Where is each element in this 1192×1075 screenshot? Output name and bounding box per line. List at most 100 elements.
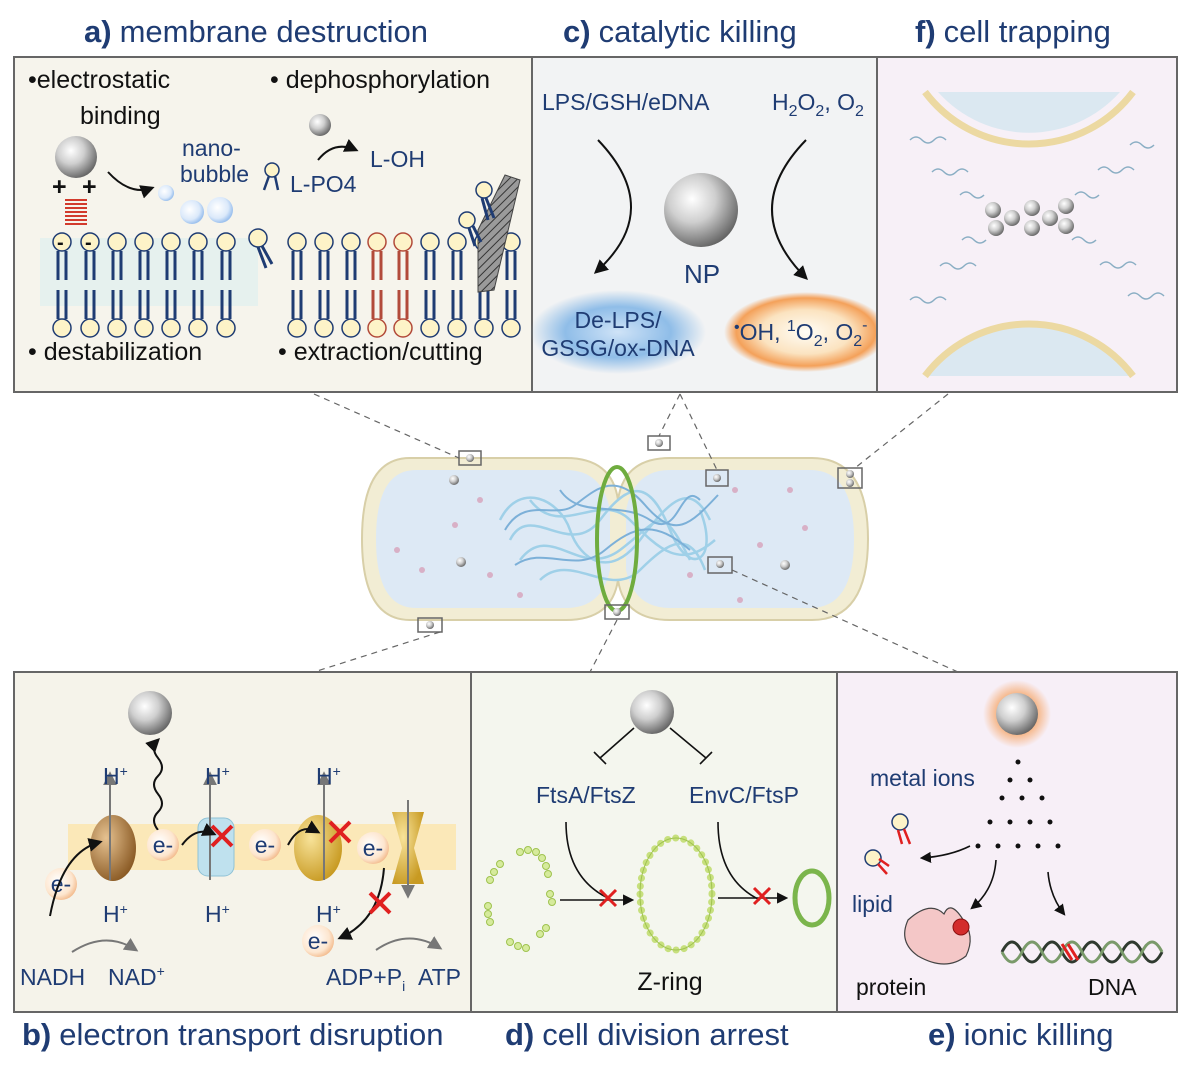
np-panel-b [128, 691, 172, 735]
nanobubble-large [207, 197, 233, 223]
cell-top-wall [922, 89, 1136, 148]
sup-minus: - [862, 317, 867, 334]
ftsz-pathway [565, 821, 613, 901]
h-plus-6: H+ [316, 901, 341, 927]
nano-label: nano- [182, 135, 241, 161]
inhibition-lines [593, 727, 713, 765]
lipid-extracted-a [248, 228, 274, 269]
lipid-label: lipid [852, 891, 893, 917]
trapping-particles [985, 198, 1074, 236]
sup-plus-4: + [120, 901, 128, 917]
protein-label: protein [856, 974, 926, 1000]
minus-charge-1: - [57, 232, 64, 254]
panel-e-title: e)ionic killing [928, 1017, 1113, 1052]
e-label-5: e- [308, 928, 328, 954]
bilayer-right [286, 231, 522, 339]
electron-5: e- [302, 925, 334, 957]
loh-label: L-OH [370, 146, 425, 172]
panel-b: H+ H+ H+ H+ H+ H+ e- e- e- e- e- [13, 671, 472, 1013]
zoom-box-particles [426, 439, 854, 629]
electron-1: e- [45, 868, 77, 900]
radical-dot: • [734, 319, 740, 336]
arrow-to-bubble [107, 171, 155, 199]
title-a-text: membrane destruction [120, 14, 428, 49]
title-e-text: ionic killing [964, 1017, 1114, 1052]
arrow-to-dna [1047, 871, 1066, 916]
block-x-3 [368, 891, 392, 915]
oxidized-products-glow [530, 290, 706, 374]
dna-label: DNA [1088, 974, 1137, 1000]
cytoplasm-dots [394, 487, 808, 603]
sup-plus-6: + [333, 901, 341, 917]
adp-label: ADP+Pi [326, 964, 405, 994]
complex-i [90, 815, 136, 881]
electron-flow-1 [49, 838, 103, 917]
sup-1: 1 [787, 318, 796, 335]
np-panel-e [996, 693, 1038, 735]
electron-extraction-wave [145, 738, 163, 831]
arrow-to-protein [970, 859, 997, 910]
block-x-1 [210, 824, 234, 848]
panel-c-title: c)catalytic killing [563, 14, 797, 49]
nanobubble-mid [180, 200, 204, 224]
sub-2e: 2 [853, 333, 862, 350]
sup-plus-2: + [222, 763, 230, 779]
envc-label: EnvC/FtsP [689, 782, 799, 808]
h-plus-3: H+ [316, 763, 341, 789]
protein-binding-site [952, 918, 970, 936]
sub-i: i [402, 978, 405, 994]
o-symbol: O [798, 89, 816, 115]
block-x-2 [328, 820, 352, 844]
title-b-text: electron transport disruption [59, 1017, 443, 1052]
arrow-dephos [317, 138, 359, 161]
comma-symbol-2: , [823, 319, 836, 345]
sub-2a: 2 [789, 103, 798, 120]
reactants-right-label: H2O2, O2 [772, 89, 864, 120]
plus-charge-2: + [82, 173, 97, 201]
adp-text: ADP+P [326, 964, 402, 990]
h-plus-2: H+ [205, 763, 230, 789]
electron-flow-2 [181, 823, 217, 846]
electron-2: e- [147, 829, 179, 861]
zoom-boxes [417, 435, 863, 633]
h-symbol-2: H [205, 763, 222, 789]
minus-charge-2: - [85, 232, 92, 254]
zring-label: Z-ring [637, 968, 702, 996]
panel-a-title: a)membrane destruction [84, 14, 428, 49]
comma-symbol: , [824, 89, 837, 115]
sub-2c: 2 [855, 103, 864, 120]
cytoplasm-right [626, 470, 854, 608]
sup-plus-1: + [120, 763, 128, 779]
lipid-free-dephos [262, 162, 280, 191]
binding-label: binding [80, 102, 161, 130]
reactants-left-label: LPS/GSH/eDNA [542, 89, 710, 115]
panel-d: FtsA/FtsZ EnvC/FtsP Z-ring [470, 671, 838, 1013]
e-label-2: e- [153, 832, 173, 858]
e-label-4: e- [363, 835, 383, 861]
svg-text:f)cell trapping: f)cell trapping [915, 14, 1111, 49]
letter-c: c) [563, 14, 591, 49]
h-symbol-5: H [205, 901, 222, 927]
panel-e: metal ions lipid protein DNA [836, 671, 1178, 1013]
letter-f: f) [915, 14, 936, 49]
ftsz-filaments [484, 846, 556, 952]
zring-constricted [792, 868, 832, 928]
ftsa-label: FtsA/FtsZ [536, 782, 636, 808]
nadh-oxidation-arrow [71, 937, 139, 953]
lipid-extracted-b [475, 181, 496, 221]
sup-plus-5: + [222, 901, 230, 917]
products-left-line1: De-LPS/ [575, 307, 663, 333]
o-symbol-4: O [835, 319, 853, 345]
dephosphorylation-label: • dephosphorylation [270, 66, 490, 94]
zring-assembled-outline [639, 837, 713, 951]
nadh-label: NADH [20, 964, 85, 990]
envc-pathway [717, 821, 761, 901]
h-symbol: H [772, 89, 789, 115]
lipid-extracted-c [458, 211, 483, 247]
block-x-5 [752, 886, 772, 906]
h-symbol-4: H [103, 901, 120, 927]
title-c-text: catalytic killing [599, 14, 797, 49]
sub-2b: 2 [815, 103, 824, 120]
letter-a: a) [84, 14, 112, 49]
